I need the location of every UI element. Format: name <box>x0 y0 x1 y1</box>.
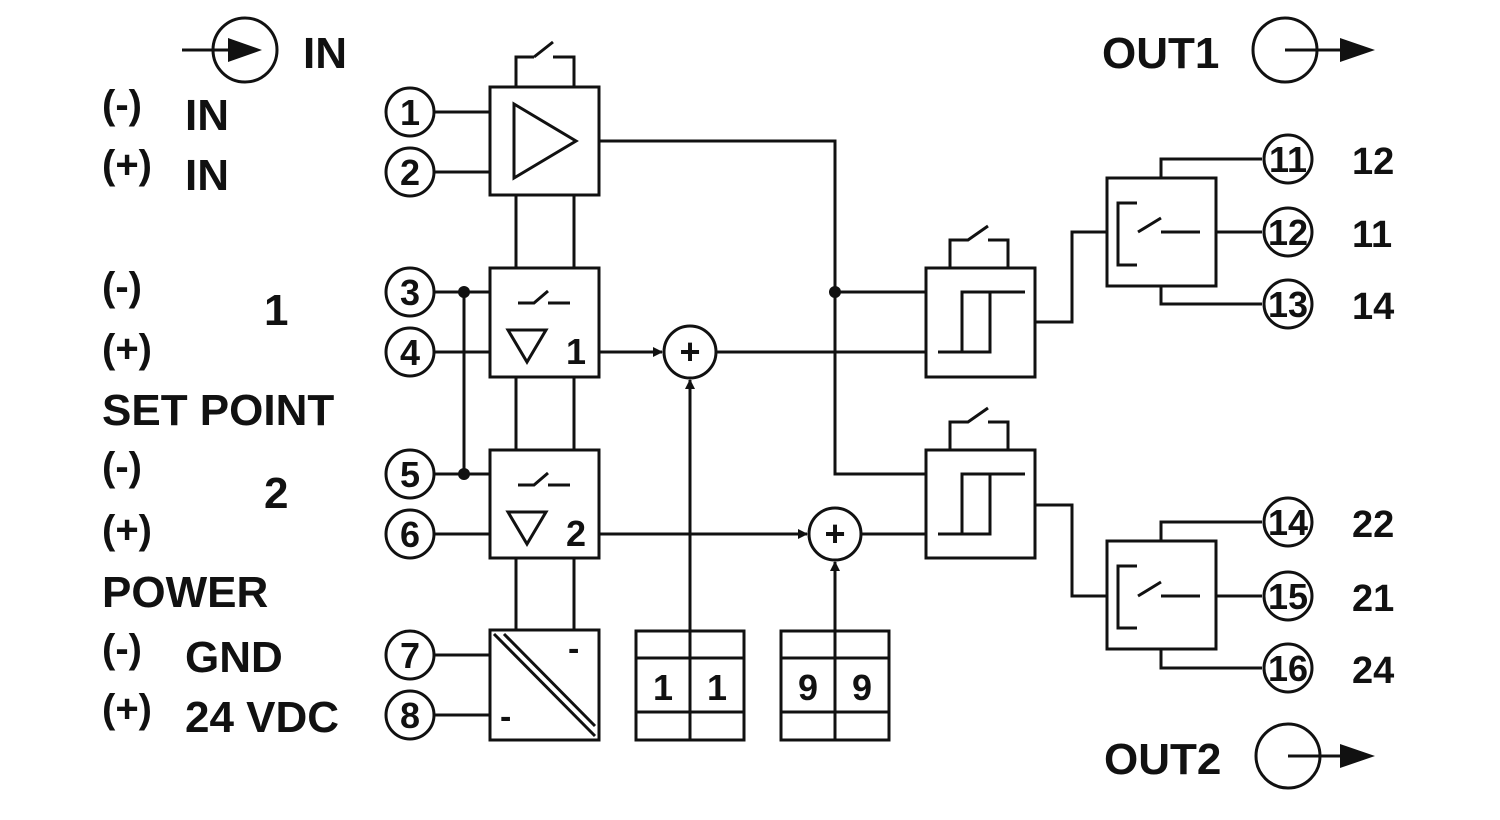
svg-text:11: 11 <box>1269 139 1307 180</box>
contact-21: 21 <box>1352 578 1394 620</box>
svg-text:12: 12 <box>1268 212 1308 253</box>
svg-text:+: + <box>679 331 700 372</box>
output-1-indicator-icon <box>1251 16 1375 84</box>
svg-text:5: 5 <box>400 454 420 495</box>
svg-text:6: 6 <box>400 514 420 555</box>
sp2-number: 2 <box>264 469 288 518</box>
comparator-1-block: 1 <box>488 266 601 379</box>
terminal-8: 8 <box>384 689 436 741</box>
svg-text:1: 1 <box>707 667 727 708</box>
comparator-1-label: 1 <box>566 331 586 372</box>
sp2-plus-sign: (+) <box>102 508 152 552</box>
power-label: POWER <box>102 568 268 617</box>
input-indicator-icon <box>182 16 279 84</box>
input-wires <box>434 110 490 717</box>
svg-text:+: + <box>824 513 845 554</box>
svg-text:7: 7 <box>400 635 420 676</box>
out1-label: OUT1 <box>1102 29 1219 78</box>
signal-wires <box>599 139 926 631</box>
power-converter-block: - - <box>488 628 601 742</box>
in-minus-sign: (-) <box>102 83 142 127</box>
terminal-2: 2 <box>384 146 436 198</box>
terminal-3: 3 <box>384 266 436 318</box>
terminal-4: 4 <box>384 326 436 378</box>
in-plus-sign: (+) <box>102 143 152 187</box>
hysteresis-block-1 <box>924 224 1037 379</box>
sp1-number: 1 <box>264 286 288 335</box>
terminal-7: 7 <box>384 629 436 681</box>
internal-bus <box>514 195 576 630</box>
terminal-12: 12 11 <box>1262 206 1392 258</box>
vdc-label: 24 VDC <box>185 693 339 742</box>
output-2-indicator-icon <box>1254 722 1375 790</box>
svg-text:4: 4 <box>400 332 420 373</box>
converter-sign-bottom: - <box>500 698 511 736</box>
converter-sign-top: - <box>568 630 579 668</box>
in-header-label: IN <box>303 29 347 78</box>
svg-text:16: 16 <box>1268 648 1308 689</box>
terminal-11: 11 12 <box>1262 133 1394 185</box>
contact-11: 11 <box>1352 214 1392 256</box>
svg-text:13: 13 <box>1268 284 1308 325</box>
svg-text:14: 14 <box>1268 502 1308 543</box>
dip-switch-2: 9 9 <box>779 629 891 742</box>
in-minus-label: IN <box>185 91 229 140</box>
svg-text:9: 9 <box>852 667 872 708</box>
relay-2 <box>1035 503 1262 670</box>
svg-text:15: 15 <box>1268 576 1308 617</box>
gnd-label: GND <box>185 633 283 682</box>
sp1-plus-sign: (+) <box>102 327 152 371</box>
summer-2: + <box>807 506 863 562</box>
summer-1: + <box>662 324 718 380</box>
contact-22: 22 <box>1352 504 1394 546</box>
hysteresis-block-2 <box>924 406 1037 560</box>
svg-text:8: 8 <box>400 695 420 736</box>
vdc-plus-sign: (+) <box>102 687 152 731</box>
svg-text:3: 3 <box>400 272 420 313</box>
terminal-16: 16 24 <box>1262 642 1394 694</box>
svg-text:2: 2 <box>400 152 420 193</box>
sp2-minus-sign: (-) <box>102 445 142 489</box>
relay-1 <box>1035 157 1262 324</box>
gnd-minus-sign: (-) <box>102 627 142 671</box>
svg-text:9: 9 <box>798 667 818 708</box>
in-plus-label: IN <box>185 151 229 200</box>
contact-24: 24 <box>1352 650 1394 692</box>
amplifier-block <box>488 40 601 197</box>
terminal-6: 6 <box>384 508 436 560</box>
terminal-5: 5 <box>384 448 436 500</box>
svg-text:1: 1 <box>653 667 673 708</box>
comparator-2-block: 2 <box>488 448 601 560</box>
comparator-2-label: 2 <box>566 513 586 554</box>
terminal-13: 13 14 <box>1262 278 1394 330</box>
dip-switch-1: 1 1 <box>634 629 746 742</box>
setpoint-label: SET POINT <box>102 386 334 435</box>
terminal-1: 1 <box>384 86 436 138</box>
out2-label: OUT2 <box>1104 735 1221 784</box>
sp1-minus-sign: (-) <box>102 265 142 309</box>
contact-14: 14 <box>1352 286 1394 328</box>
terminal-15: 15 21 <box>1262 570 1394 622</box>
contact-12: 12 <box>1352 141 1394 183</box>
svg-text:1: 1 <box>400 92 420 133</box>
terminal-14: 14 22 <box>1262 496 1394 548</box>
